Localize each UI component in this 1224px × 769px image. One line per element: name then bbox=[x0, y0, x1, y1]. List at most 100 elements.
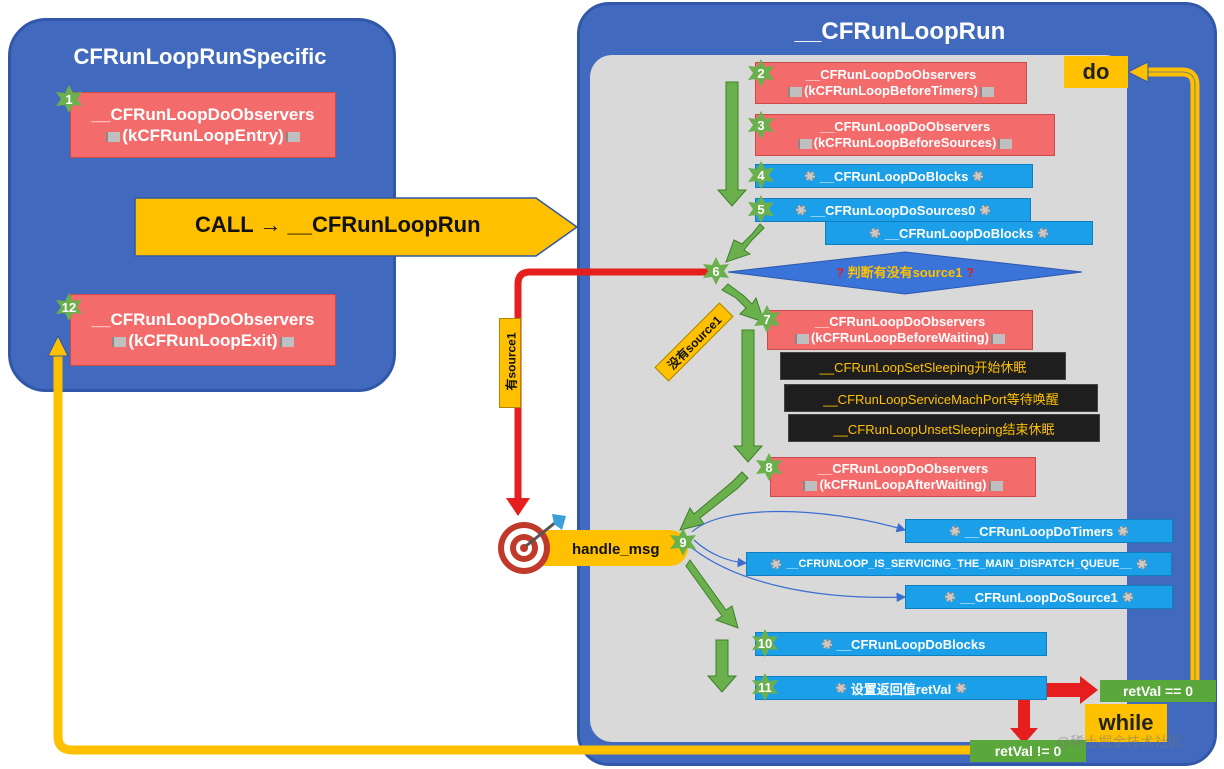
flag-icon bbox=[788, 86, 803, 97]
step2-box: __CFRunLoopDoObservers (kCFRunLoopBefore… bbox=[755, 62, 1027, 104]
step5-blocks-label: __CFRunLoopDoBlocks bbox=[884, 225, 1034, 241]
gear-icon bbox=[1118, 526, 1129, 536]
gear-icon bbox=[869, 228, 880, 238]
observer-entry-box: __CFRunLoopDoObservers (kCFRunLoopEntry) bbox=[70, 92, 336, 158]
step10-label: __CFRunLoopDoBlocks bbox=[836, 636, 986, 652]
retval-eq-zero: retVal == 0 bbox=[1100, 680, 1216, 702]
flag-icon bbox=[998, 138, 1013, 149]
exit-return-loop bbox=[53, 352, 972, 755]
step4-box: __CFRunLoopDoBlocks bbox=[755, 164, 1033, 188]
unset-sleeping-box: __CFRunLoopUnsetSleeping结束休眠 bbox=[788, 414, 1100, 442]
flag-icon bbox=[979, 86, 994, 97]
observer-exit-box: __CFRunLoopDoObservers (kCFRunLoopExit) bbox=[70, 294, 336, 366]
gear-icon bbox=[1038, 228, 1049, 238]
main-dispatch-queue-label: __CFRUNLOOP_IS_SERVICING_THE_MAIN_DISPAT… bbox=[786, 558, 1132, 570]
gear-icon bbox=[821, 639, 832, 649]
step7-box: __CFRunLoopDoObservers (kCFRunLoopBefore… bbox=[767, 310, 1033, 350]
gear-icon bbox=[980, 205, 991, 215]
step7-line2: (kCFRunLoopBeforeWaiting) bbox=[811, 330, 989, 345]
step-badge-9: 9 bbox=[668, 527, 698, 557]
retval-eq-arrow bbox=[1046, 676, 1098, 704]
step2-line2: (kCFRunLoopBeforeTimers) bbox=[804, 83, 978, 98]
step-badge-3: 3 bbox=[746, 110, 776, 140]
step8-box: __CFRunLoopDoObservers (kCFRunLoopAfterW… bbox=[770, 457, 1036, 497]
step7-line1: __CFRunLoopDoObservers bbox=[814, 313, 986, 329]
call-label: CALL → __CFRunLoopRun bbox=[195, 212, 481, 237]
flag-icon bbox=[285, 131, 300, 142]
step3-box: __CFRunLoopDoObservers (kCFRunLoopBefore… bbox=[755, 114, 1055, 156]
main-dispatch-queue-box: __CFRUNLOOP_IS_SERVICING_THE_MAIN_DISPAT… bbox=[746, 552, 1172, 576]
do-source1-box: __CFRunLoopDoSource1 bbox=[905, 585, 1173, 609]
has-source1-label: 有source1 bbox=[504, 332, 519, 391]
source1-decision-diamond bbox=[727, 251, 1083, 295]
flag-icon bbox=[803, 480, 818, 491]
step-badge-6: 6 bbox=[701, 256, 731, 286]
gear-icon bbox=[1122, 592, 1133, 602]
flag-icon bbox=[795, 333, 810, 344]
gear-icon bbox=[835, 683, 846, 693]
step3-line1: __CFRunLoopDoObservers bbox=[819, 118, 991, 134]
right-panel-title: __CFRunLoopRun bbox=[794, 18, 1006, 45]
step8-line1: __CFRunLoopDoObservers bbox=[817, 460, 989, 476]
step-badge-2: 2 bbox=[746, 58, 776, 88]
call-arrow-shape bbox=[134, 197, 579, 257]
retval-ne-arrow bbox=[1010, 698, 1038, 744]
observer-exit-line2: (kCFRunLoopExit) bbox=[128, 331, 278, 350]
flag-icon bbox=[112, 336, 127, 347]
watermark: @稀土掘金技术社区 bbox=[1056, 734, 1183, 750]
do-timers-box: __CFRunLoopDoTimers bbox=[905, 519, 1173, 543]
service-mach-port-box: __CFRunLoopServiceMachPort等待唤醒 bbox=[784, 384, 1098, 412]
step-badge-5: 5 bbox=[746, 194, 776, 224]
retval-ne-zero: retVal != 0 bbox=[970, 740, 1086, 762]
green-flow-arrows bbox=[679, 81, 765, 693]
has-source1-path bbox=[514, 268, 718, 500]
step5-label: __CFRunLoopDoSources0 bbox=[810, 202, 976, 218]
step-badge-8: 8 bbox=[754, 452, 784, 482]
do-timers-label: __CFRunLoopDoTimers bbox=[964, 523, 1114, 539]
while-label: while bbox=[1085, 704, 1167, 742]
flag-icon bbox=[990, 333, 1005, 344]
handle-msg-banner bbox=[538, 530, 688, 566]
handle-msg-label: handle_msg bbox=[572, 541, 660, 558]
gear-icon bbox=[795, 205, 806, 215]
observer-exit-line1: __CFRunLoopDoObservers bbox=[91, 309, 315, 329]
step11-label: 设置返回值retVal bbox=[850, 681, 952, 697]
handle-msg-links bbox=[691, 510, 907, 603]
step5-box: __CFRunLoopDoSources0 bbox=[755, 198, 1031, 222]
step-badge-11: 11 bbox=[750, 672, 780, 702]
step10-box: __CFRunLoopDoBlocks bbox=[755, 632, 1047, 656]
flag-icon bbox=[797, 138, 812, 149]
do-label: do bbox=[1064, 56, 1128, 88]
step-badge-1: 1 bbox=[54, 84, 84, 114]
gear-icon bbox=[949, 526, 960, 536]
do-source1-label: __CFRunLoopDoSource1 bbox=[960, 589, 1118, 605]
step-badge-7: 7 bbox=[752, 304, 782, 334]
step-badge-10: 10 bbox=[750, 628, 780, 658]
flag-icon bbox=[988, 480, 1003, 491]
gear-icon bbox=[771, 559, 782, 569]
step8-line2: (kCFRunLoopAfterWaiting) bbox=[819, 477, 987, 492]
gear-icon bbox=[956, 683, 967, 693]
observer-entry-line2: (kCFRunLoopEntry) bbox=[122, 126, 284, 145]
question-icon: ? bbox=[835, 265, 844, 280]
step5-blocks-box: __CFRunLoopDoBlocks bbox=[825, 221, 1093, 245]
step4-label: __CFRunLoopDoBlocks bbox=[819, 168, 969, 184]
gear-icon bbox=[804, 171, 815, 181]
step-badge-12: 12 bbox=[54, 292, 84, 322]
step11-box: 设置返回值retVal bbox=[755, 676, 1047, 700]
question-icon: ? bbox=[966, 265, 975, 280]
set-sleeping-box: __CFRunLoopSetSleeping开始休眠 bbox=[780, 352, 1066, 380]
gear-icon bbox=[945, 592, 956, 602]
step-badge-4: 4 bbox=[746, 160, 776, 190]
left-panel-title: CFRunLoopRunSpecific bbox=[73, 44, 327, 69]
gear-icon bbox=[1136, 559, 1147, 569]
target-icon bbox=[498, 514, 566, 574]
step2-line1: __CFRunLoopDoObservers bbox=[805, 66, 977, 82]
gear-icon bbox=[973, 171, 984, 181]
step6-text: 判断有没有source1 bbox=[847, 265, 963, 280]
observer-entry-line1: __CFRunLoopDoObservers bbox=[91, 104, 315, 124]
has-source1-tag: 有source1 bbox=[499, 318, 521, 408]
step6-label: ? 判断有没有source1 ? bbox=[800, 262, 1010, 281]
flag-icon bbox=[106, 131, 121, 142]
